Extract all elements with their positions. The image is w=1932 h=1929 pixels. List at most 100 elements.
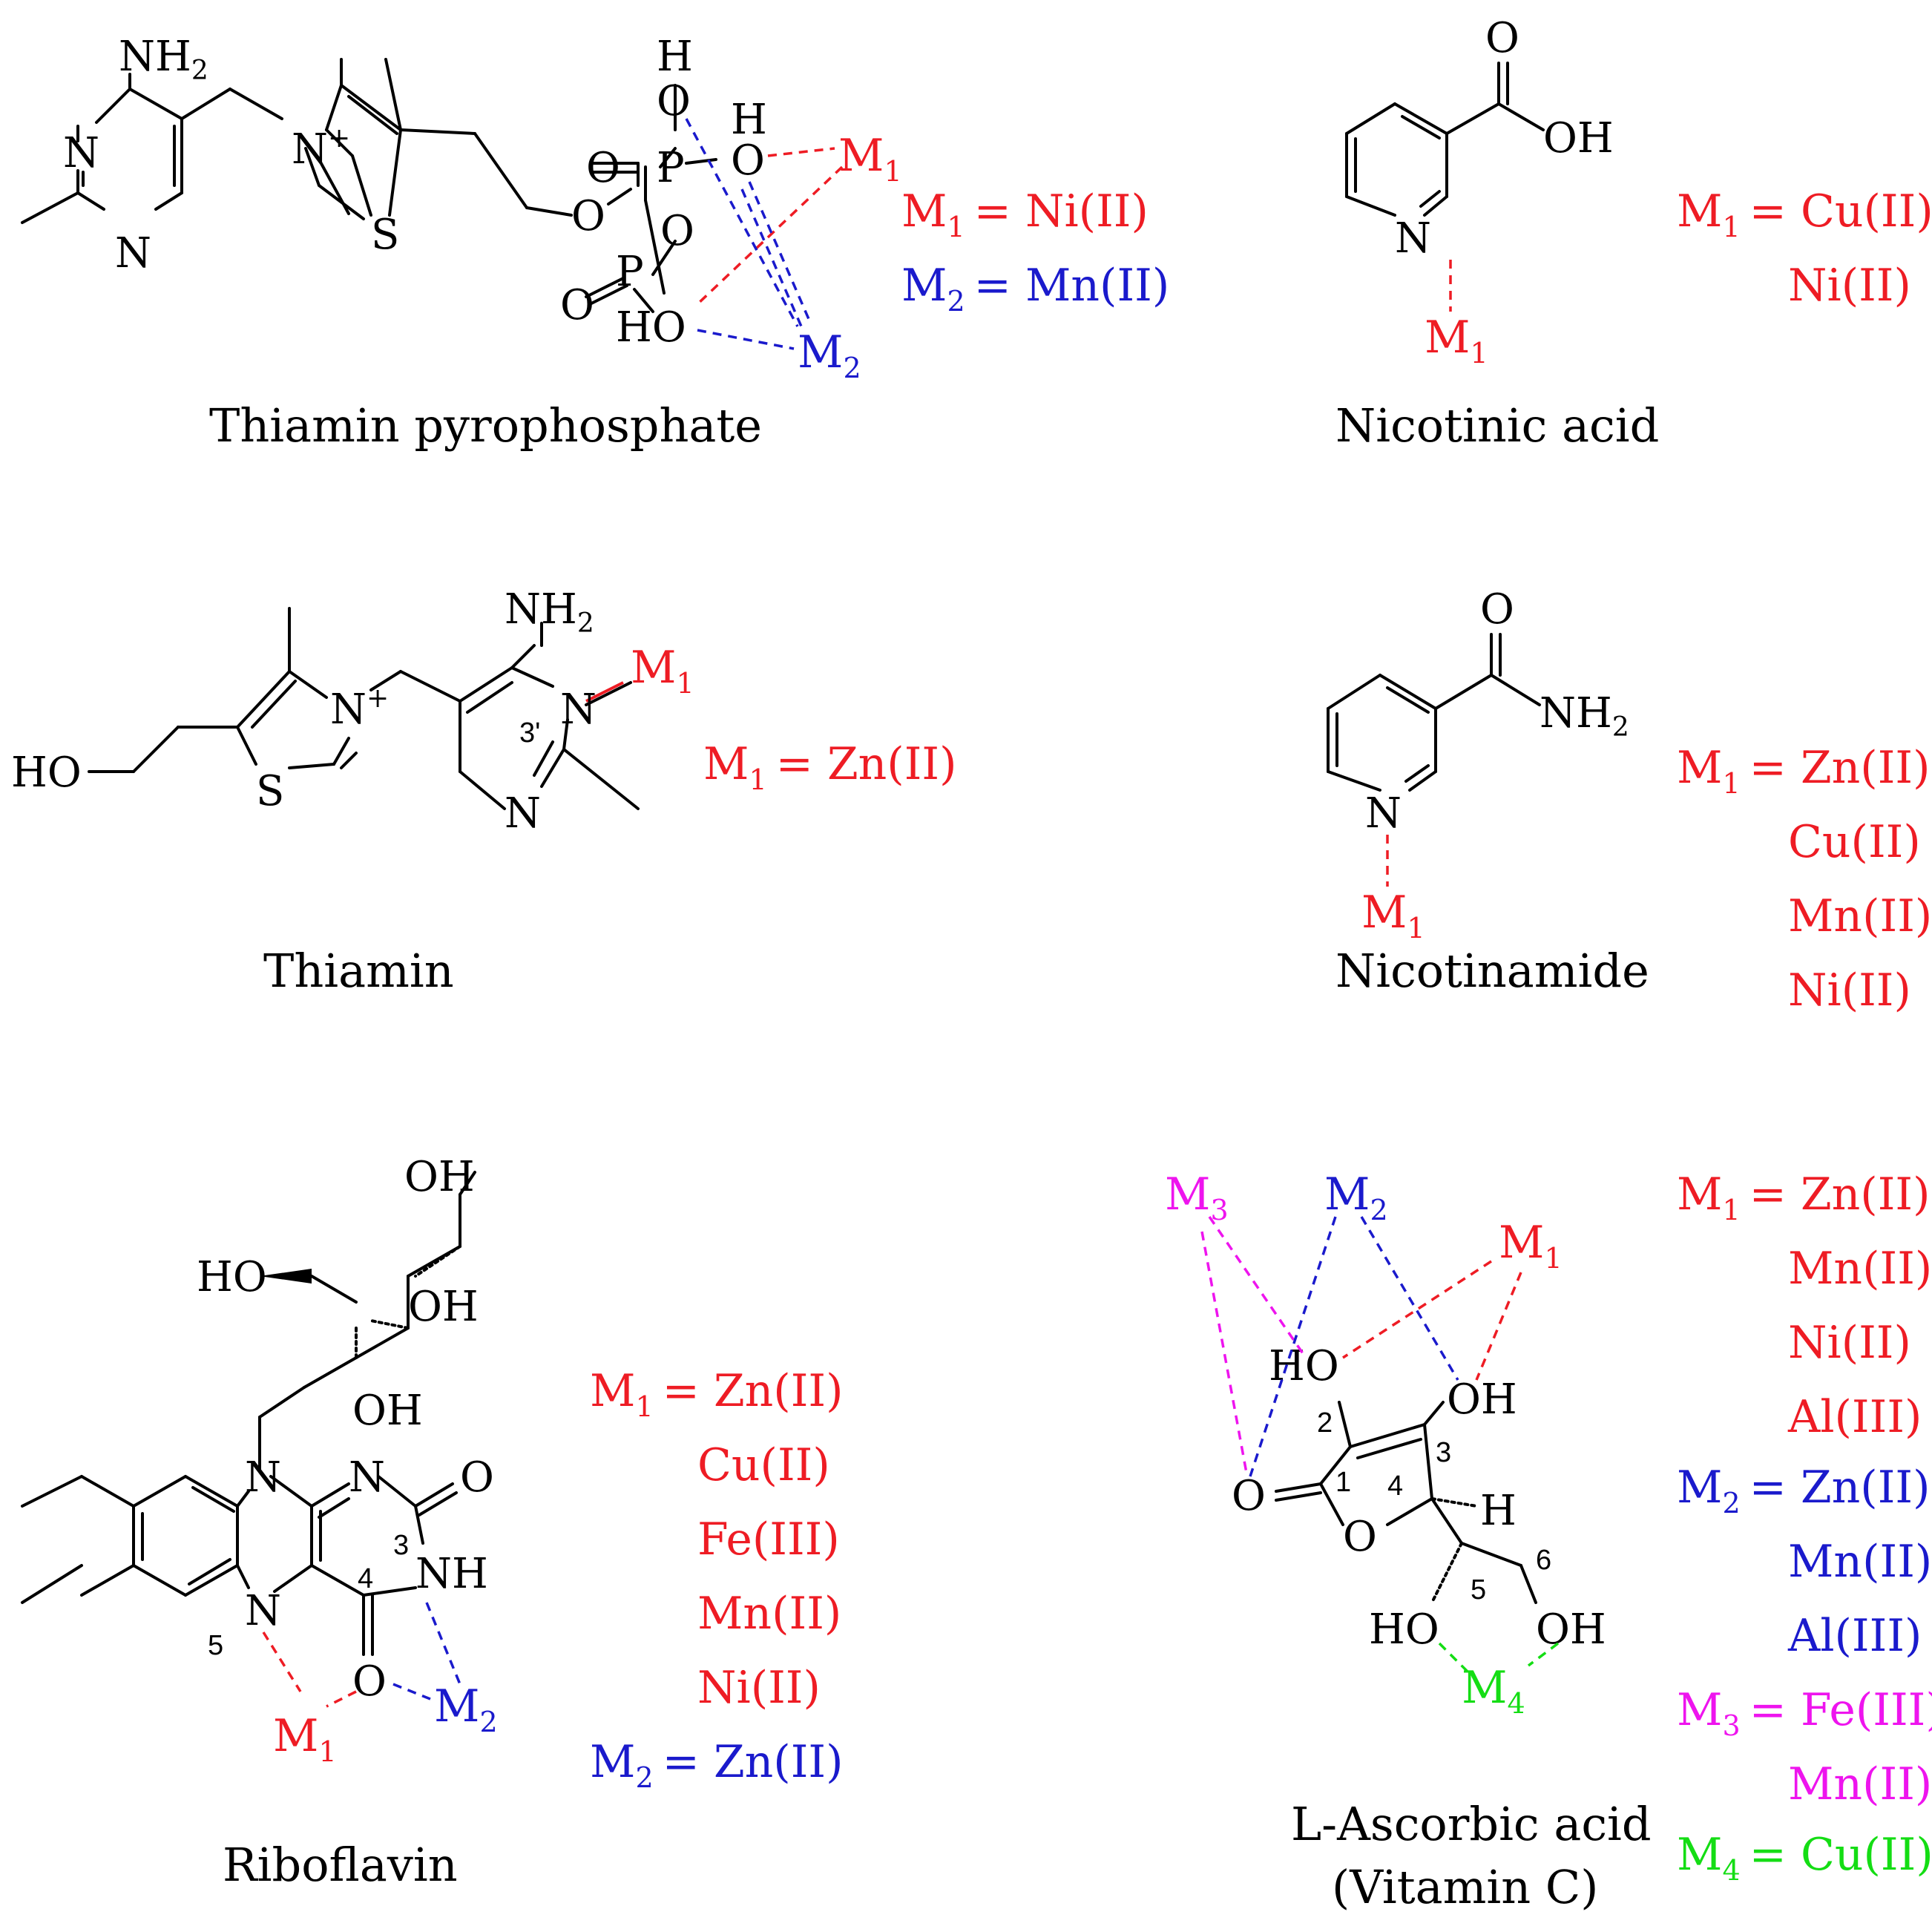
- thiamin-ho: HO: [11, 749, 82, 797]
- asc-m4-assignment: M4= Cu(II): [1677, 1829, 1932, 1887]
- asc-num-1: 1: [1335, 1467, 1351, 1498]
- nicotinamide-labels: O NH2 N: [1365, 585, 1629, 838]
- ascorbic-structure: [1275, 1401, 1537, 1604]
- tpp-nh2: NH2: [119, 33, 208, 86]
- thiamin-n1: N: [560, 686, 597, 734]
- tpp-o-top: O: [657, 77, 691, 125]
- rf-n1: N: [349, 1453, 385, 1502]
- tpp-caption: Thiamin pyrophosphate: [209, 398, 762, 453]
- tpp-p1: P: [657, 144, 685, 192]
- nicotinamide-n: N: [1365, 789, 1402, 838]
- nicotinamide-m1-assignment: M1= Zn(II): [1677, 742, 1931, 800]
- nicotinamide-m1-assignment-4: Ni(II): [1788, 964, 1911, 1016]
- tpp-labels: NH2 N N N+ S O O O P P O H O H O HO: [63, 33, 767, 352]
- ascorbic-caption-line2: (Vitamin C): [1332, 1860, 1598, 1914]
- rf-m1-assignment-2: Cu(II): [697, 1439, 830, 1491]
- rf-n5: N: [245, 1587, 281, 1635]
- thiamin-metal-labels: M1 M1= Zn(II): [631, 642, 957, 796]
- asc-num-5: 5: [1471, 1574, 1486, 1606]
- ascorbic-caption-line1: L-Ascorbic acid: [1291, 1797, 1652, 1851]
- rf-m1-assignment: M1= Zn(II): [590, 1365, 844, 1423]
- thiamin-labels: HO S N+ NH2 N N 3': [11, 585, 597, 838]
- thiamin-m1-site: M1: [631, 642, 694, 700]
- asc-o-ring: O: [1343, 1513, 1377, 1561]
- rf-o2: O: [460, 1453, 494, 1502]
- asc-m3-assignment: M3= Fe(III): [1677, 1684, 1932, 1742]
- tpp-p2: P: [616, 248, 644, 296]
- asc-m3-site: M3: [1165, 1169, 1229, 1226]
- tpp-nplus: N+: [292, 123, 350, 174]
- tpp-ho: HO: [616, 303, 686, 352]
- tpp-h-top: H: [657, 33, 693, 81]
- tpp-m1-assignment: M1= Ni(II): [901, 185, 1149, 243]
- asc-num-6: 6: [1536, 1545, 1551, 1576]
- nicotinic-oh: OH: [1543, 114, 1614, 162]
- nicotinic-m1-assignment: M1= Cu(II): [1677, 185, 1932, 243]
- tpp-n3: N: [115, 229, 151, 277]
- tpp-o-dbl2: O: [560, 281, 594, 329]
- thiamin-n3: N: [505, 789, 541, 838]
- thiamin-nplus: N+: [330, 683, 389, 734]
- asc-m1-assignment-2: Mn(II): [1788, 1243, 1932, 1295]
- asc-m2-assignment-3: Al(III): [1787, 1610, 1922, 1662]
- thiamin-m1-assignment: M1= Zn(II): [703, 738, 957, 796]
- rf-m1-assignment-3: Fe(III): [697, 1514, 840, 1565]
- rf-ho: HO: [197, 1253, 267, 1301]
- asc-m2-assignment: M2= Zn(II): [1677, 1462, 1931, 1519]
- nicotinic-m1-assignment-2: Ni(II): [1788, 260, 1911, 312]
- rf-oh-lower: OH: [352, 1387, 423, 1435]
- thiamin-structure: [88, 607, 640, 810]
- asc-m1-assignment-4: Al(III): [1787, 1391, 1922, 1443]
- rf-m1-assignment-4: Mn(II): [697, 1588, 841, 1640]
- nicotinamide-m1-site: M1: [1361, 887, 1425, 944]
- asc-ho-c5: HO: [1369, 1606, 1439, 1654]
- asc-m2-site: M2: [1324, 1169, 1388, 1226]
- nicotinic-caption: Nicotinic acid: [1335, 398, 1659, 453]
- asc-num-4: 4: [1387, 1470, 1403, 1502]
- tpp-m2-assignment: M2= Mn(II): [901, 260, 1169, 318]
- ascorbic-metal-interactions: [1200, 1216, 1560, 1678]
- tpp-m2-site: M2: [798, 326, 861, 384]
- rf-num-4: 4: [358, 1563, 373, 1594]
- asc-m2-assignment-2: Mn(II): [1788, 1536, 1932, 1588]
- rf-o4: O: [352, 1657, 387, 1706]
- ascorbic-metal-labels: M3 M2 M1 M4 M1= Zn(II) Mn(II) Ni(II) Al(…: [1165, 1169, 1932, 1887]
- rf-oh-mid: OH: [408, 1283, 479, 1331]
- rf-m1-site: M1: [273, 1710, 337, 1768]
- asc-ho-c2: HO: [1269, 1342, 1339, 1390]
- nicotinic-labels: O OH N: [1395, 14, 1614, 263]
- tpp-h-right: H: [731, 96, 767, 144]
- nicotinamide-o: O: [1480, 585, 1514, 634]
- riboflavin-structure: [21, 1171, 476, 1656]
- nicotinic-m1-site: M1: [1425, 312, 1488, 369]
- nicotinic-metal-labels: M1 M1= Cu(II) Ni(II): [1425, 185, 1932, 369]
- tpp-o-dbl1: O: [586, 144, 620, 192]
- nicotinamide-m1-assignment-3: Mn(II): [1788, 890, 1932, 942]
- rf-m2-assignment: M2= Zn(II): [590, 1736, 844, 1794]
- rf-n10: N: [245, 1453, 281, 1502]
- thiamin-s: S: [256, 767, 284, 815]
- riboflavin-caption: Riboflavin: [223, 1838, 458, 1892]
- tpp-o-right: O: [731, 137, 765, 185]
- asc-m1-assignment-3: Ni(II): [1788, 1317, 1911, 1369]
- tpp-metal-labels: M1 M2 M1= Ni(II) M2= Mn(II): [798, 130, 1169, 384]
- asc-o-carbonyl: O: [1232, 1472, 1266, 1520]
- rf-num-5: 5: [208, 1630, 223, 1661]
- thiamin-caption: Thiamin: [263, 944, 454, 998]
- ascorbic-labels: HO OH O O H HO OH 1 2 3 4 5 6: [1232, 1342, 1606, 1654]
- asc-oh-c3: OH: [1447, 1376, 1517, 1424]
- riboflavin-metal-labels: M1 M2 M1= Zn(II) Cu(II) Fe(III) Mn(II) N…: [273, 1365, 844, 1794]
- rf-num-3: 3: [393, 1530, 409, 1561]
- tpp-s: S: [371, 211, 399, 259]
- asc-num-3: 3: [1436, 1437, 1451, 1468]
- tpp-metal-interactions: [685, 118, 844, 350]
- tpp-n1: N: [63, 129, 99, 177]
- tpp-m1-site: M1: [838, 130, 902, 188]
- thiamin-m1-bond: [585, 681, 624, 703]
- rf-m2-site: M2: [434, 1680, 498, 1738]
- tpp-o-bridge2: O: [660, 207, 694, 255]
- asc-m4-site: M4: [1462, 1662, 1525, 1720]
- nicotinic-n: N: [1395, 214, 1431, 263]
- tpp-structure: [21, 58, 717, 313]
